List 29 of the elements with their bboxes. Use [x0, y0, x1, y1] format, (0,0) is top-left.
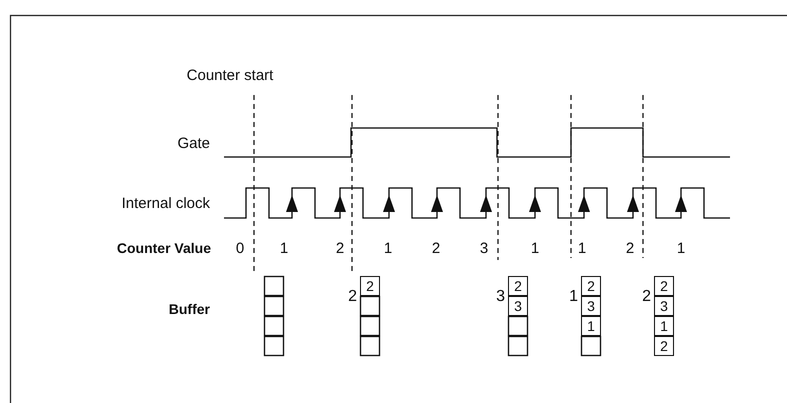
row-label: Buffer: [168, 302, 210, 316]
latched-value: 2: [348, 289, 357, 305]
latched-value: 3: [496, 289, 505, 305]
counter-value: 2: [626, 240, 634, 256]
counter-value: 1: [676, 240, 686, 256]
buffer-cell: 1: [654, 316, 674, 336]
buffer-cell: 3: [654, 296, 674, 316]
row-label: Counter Value: [116, 241, 211, 255]
buffer-cell: 2: [508, 276, 528, 296]
latched-value: 2: [642, 289, 651, 305]
counter-value: 1: [384, 240, 392, 256]
counter-value: 1: [578, 240, 586, 256]
latched-value: 1: [569, 289, 578, 305]
counter-value: 2: [336, 240, 344, 256]
counter-value: 1: [280, 240, 288, 256]
buffer-cell: 2: [360, 276, 380, 296]
counter-value: 1: [530, 240, 540, 256]
buffer-cell: 3: [581, 296, 601, 316]
buffer-cell: 2: [654, 336, 674, 356]
buffer-cell: 1: [581, 316, 601, 336]
row-label: Internal clock: [122, 196, 210, 210]
buffer-cell: 2: [581, 276, 601, 296]
buffer-cell: 3: [508, 296, 528, 316]
counter-value: 0: [236, 240, 244, 256]
row-label: Gate: [177, 136, 210, 150]
row-label: Counter start: [186, 68, 274, 82]
buffer-cell: 2: [654, 276, 674, 296]
counter-value: 2: [432, 240, 440, 256]
counter-value: 3: [480, 240, 488, 256]
